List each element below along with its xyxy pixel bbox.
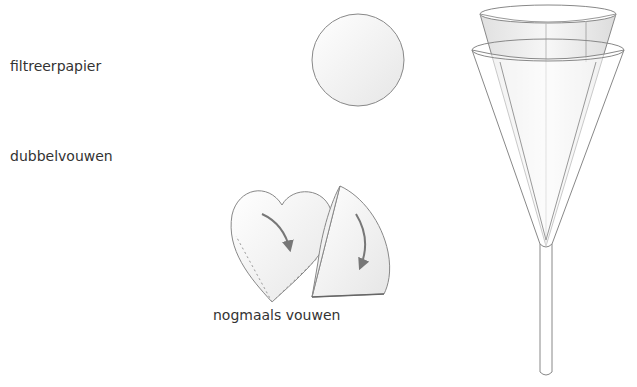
filter-paper-circle bbox=[312, 14, 404, 106]
step-label: filtreerpapier bbox=[10, 58, 101, 74]
step-label: dubbelvouwen bbox=[10, 148, 113, 164]
funnel bbox=[472, 5, 624, 375]
step-label: nogmaals vouwen bbox=[213, 307, 340, 323]
folded-quarter bbox=[312, 186, 390, 297]
